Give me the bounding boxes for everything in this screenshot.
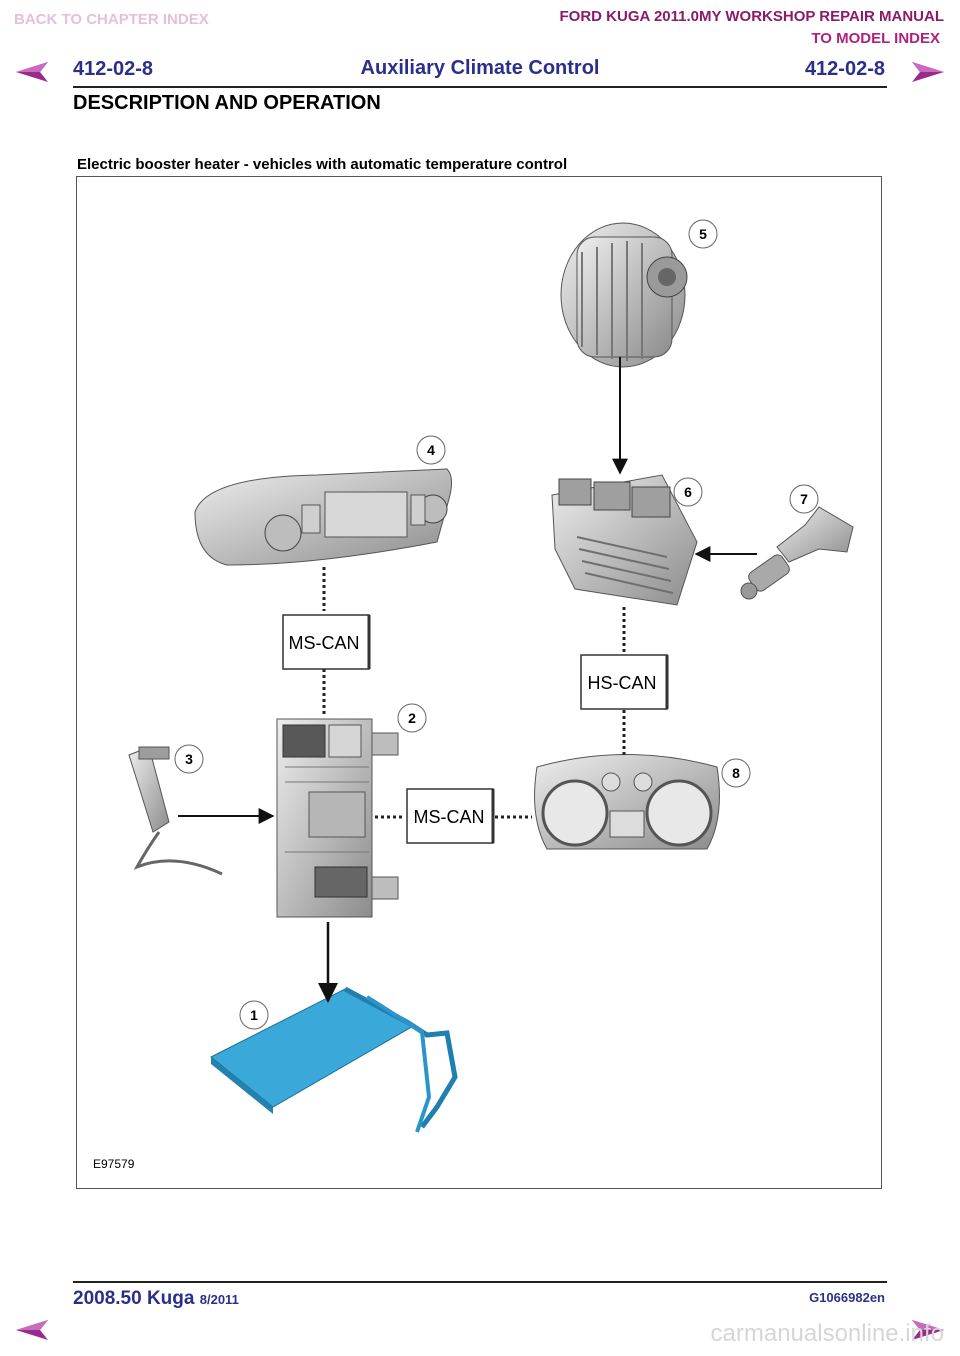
figure-reference: E97579	[93, 1157, 135, 1171]
hs-can-box: HS-CAN	[580, 654, 669, 710]
callout-1: 1	[239, 1000, 269, 1030]
section-title: Auxiliary Climate Control	[360, 57, 600, 79]
back-to-chapter-index-link[interactable]: BACK TO CHAPTER INDEX	[14, 11, 209, 28]
hs-can-label: HS-CAN	[587, 673, 656, 693]
ms-can-bottom-box: MS-CAN	[406, 788, 495, 844]
powertrain-control-module-icon	[551, 474, 698, 606]
footer-model: 2008.50 Kuga 8/2011	[73, 1288, 239, 1310]
ms-can-bottom-label: MS-CAN	[414, 807, 485, 827]
footer-prev-page-left-arrow-icon[interactable]	[14, 1318, 50, 1342]
bracket-sensor-icon	[128, 746, 223, 876]
climate-control-module-icon	[194, 468, 453, 566]
callout-2: 2	[397, 703, 427, 733]
svg-text:2: 2	[408, 710, 416, 726]
footer-document-code: G1066982en	[809, 1290, 885, 1305]
footer-model-name: 2008.50 Kuga	[73, 1288, 195, 1309]
callout-3: 3	[174, 744, 204, 774]
temperature-sensor-icon	[740, 506, 854, 600]
manual-title: FORD KUGA 2011.0MY WORKSHOP REPAIR MANUA…	[559, 8, 945, 25]
svg-text:8: 8	[732, 765, 740, 781]
callout-8: 8	[721, 758, 751, 788]
svg-text:7: 7	[800, 491, 808, 507]
page-heading: DESCRIPTION AND OPERATION	[73, 92, 381, 114]
section-number-right: 412-02-8	[804, 58, 885, 80]
watermark: carmanualsonline.info	[710, 1320, 944, 1347]
svg-text:4: 4	[427, 442, 435, 458]
ms-can-top-label: MS-CAN	[289, 633, 360, 653]
callout-4: 4	[416, 435, 446, 465]
callout-6: 6	[673, 477, 703, 507]
system-diagram: MS-CAN HS-CAN MS-CAN 5 4 6 7	[93, 219, 854, 1171]
section-number-left: 412-02-8	[73, 58, 154, 80]
prev-page-left-arrow-icon[interactable]	[14, 60, 50, 84]
footer-date: 8/2011	[199, 1292, 239, 1307]
figure-caption: Electric booster heater - vehicles with …	[77, 156, 568, 173]
instrument-cluster-icon	[534, 754, 720, 850]
next-page-right-arrow-icon[interactable]	[910, 60, 946, 84]
body-control-module-icon	[276, 718, 399, 918]
electric-booster-heater-icon	[210, 986, 458, 1133]
svg-text:1: 1	[250, 1007, 258, 1023]
ms-can-top-box: MS-CAN	[282, 614, 371, 670]
footer-next-page-right-arrow-icon[interactable]	[910, 1318, 946, 1342]
callout-7: 7	[789, 484, 819, 514]
svg-text:5: 5	[699, 226, 707, 242]
svg-text:6: 6	[684, 484, 692, 500]
svg-text:3: 3	[185, 751, 193, 767]
footer-divider	[73, 1281, 887, 1283]
generator-icon	[560, 222, 688, 368]
callout-5: 5	[688, 219, 718, 249]
header-divider	[73, 86, 887, 88]
to-model-index-link[interactable]: TO MODEL INDEX	[811, 30, 940, 47]
system-diagram-figure: MS-CAN HS-CAN MS-CAN 5 4 6 7	[76, 176, 882, 1189]
